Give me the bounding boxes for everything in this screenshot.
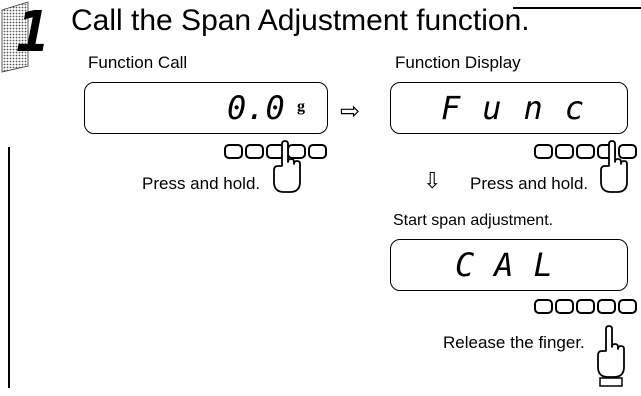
step-title: Call the Span Adjustment function. bbox=[71, 4, 530, 37]
section-vertical-bar bbox=[8, 147, 10, 388]
function-call-display-unit: g bbox=[297, 98, 305, 115]
start-span-action: Release the finger. bbox=[443, 333, 585, 352]
title-divider bbox=[513, 7, 641, 9]
arrow-right-icon: ⇨ bbox=[340, 98, 361, 125]
function-call-display: 0.0 g bbox=[84, 82, 328, 134]
start-span-display-value: CAL bbox=[455, 246, 573, 284]
function-call-label: Function Call bbox=[88, 53, 188, 72]
function-display-label: Function Display bbox=[395, 53, 521, 72]
start-span-keypad bbox=[534, 299, 637, 314]
hand-pointer-icon bbox=[597, 325, 625, 387]
arrow-down-icon: ⇩ bbox=[423, 168, 442, 193]
start-span-label: Start span adjustment. bbox=[393, 212, 554, 229]
step-number: 1 bbox=[16, 0, 50, 65]
function-call-display-value: 0.0 bbox=[227, 89, 285, 127]
hand-pointer-icon bbox=[273, 140, 301, 193]
function-display-value: Func bbox=[441, 89, 607, 127]
function-display-display: Func bbox=[390, 82, 628, 134]
function-display-action: Press and hold. bbox=[470, 174, 589, 193]
hand-pointer-icon bbox=[600, 140, 628, 193]
step-number-badge bbox=[1, 1, 29, 73]
start-span-display: CAL bbox=[390, 239, 628, 291]
function-call-action: Press and hold. bbox=[142, 174, 261, 193]
